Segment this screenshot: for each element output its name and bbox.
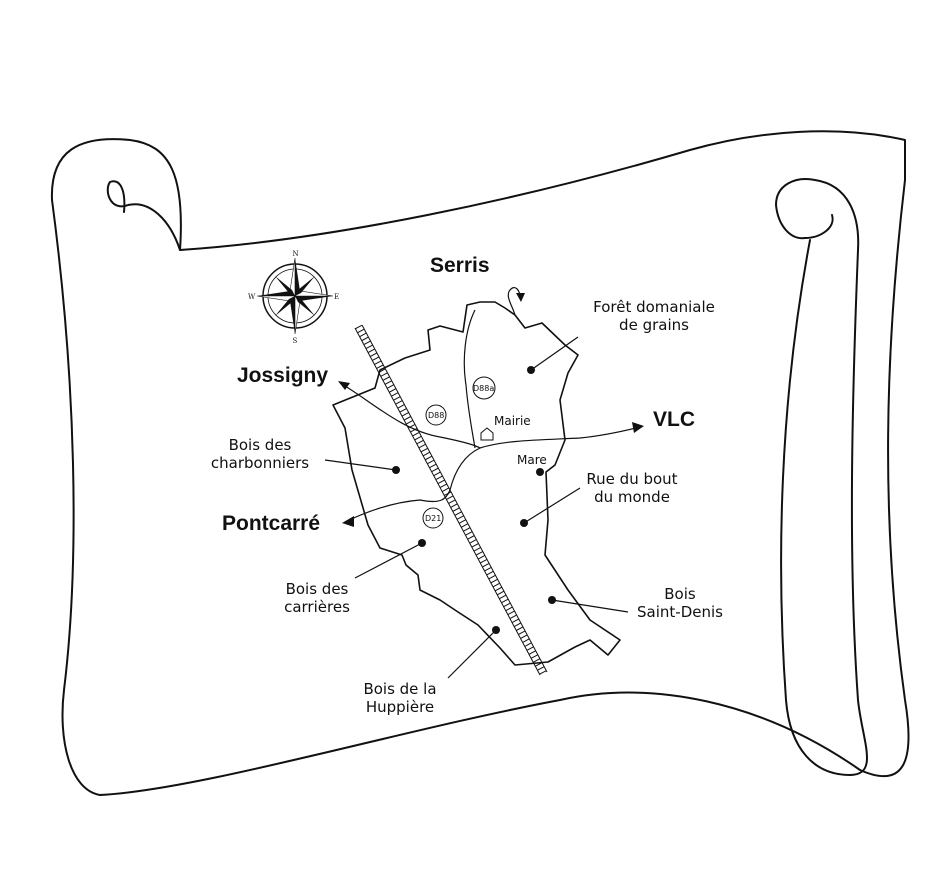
road-east — [479, 426, 641, 449]
town-serris: Serris — [430, 254, 490, 277]
label-rue-line2: du monde — [594, 488, 670, 506]
arrow-serris — [516, 293, 525, 302]
town-pontcarre: Pontcarré — [222, 512, 321, 535]
label-huppiere: Bois de la Huppière — [350, 680, 450, 716]
commune-boundary — [332, 301, 621, 666]
leader-stdenis — [551, 599, 629, 613]
compass-rose-icon: N S E W — [248, 250, 339, 345]
compass-north: N — [293, 250, 299, 258]
label-carrieres-line1: Bois des — [285, 580, 349, 598]
compass-west: W — [248, 293, 256, 301]
arrow-vlc — [632, 422, 644, 433]
compass-east: E — [334, 293, 339, 301]
arrow-pontcarre — [342, 516, 354, 527]
road-d88a — [463, 309, 476, 449]
road-label-d21: D21 — [425, 514, 441, 523]
scroll-right-roll — [775, 178, 868, 776]
leader-foret — [530, 336, 579, 371]
label-rue-line1: Rue du bout — [586, 470, 678, 488]
road-center — [344, 447, 481, 523]
label-foret-line1: Forêt domaniale — [593, 298, 715, 316]
label-charbonniers-line1: Bois des — [228, 436, 292, 454]
label-carrieres: Bois des carrières — [272, 580, 362, 616]
label-foret: Forêt domaniale de grains — [584, 298, 724, 334]
dot-mare — [536, 468, 544, 476]
label-huppiere-line2: Huppière — [365, 698, 435, 716]
label-mare: Mare — [517, 453, 547, 467]
house-icon — [480, 427, 494, 441]
road-label-d88a: D88a — [473, 384, 494, 393]
label-charbonniers: Bois des charbonniers — [205, 436, 315, 472]
label-stdenis-line1: Bois — [664, 585, 696, 603]
road-serris — [507, 286, 521, 316]
scroll-left-curl — [106, 180, 181, 251]
label-stdenis: Bois Saint-Denis — [630, 585, 730, 621]
leader-rue — [523, 487, 581, 524]
town-jossigny: Jossigny — [237, 364, 329, 387]
compass-south: S — [293, 337, 298, 345]
label-stdenis-line2: Saint-Denis — [637, 603, 723, 621]
town-vlc: VLC — [653, 408, 695, 431]
railway-icon — [354, 324, 548, 676]
label-charbonniers-line2: charbonniers — [210, 454, 310, 472]
label-huppiere-line1: Bois de la — [363, 680, 437, 698]
leader-carrieres — [354, 542, 423, 579]
label-mairie: Mairie — [494, 414, 531, 428]
arrow-jossigny — [338, 381, 350, 390]
label-foret-line2: de grains — [619, 316, 689, 334]
road-d88 — [339, 382, 481, 449]
leader-charbonniers — [324, 459, 397, 471]
scroll-parchment — [50, 130, 910, 796]
label-carrieres-line2: carrières — [284, 598, 350, 616]
label-rue: Rue du bout du monde — [582, 470, 682, 506]
road-label-d88: D88 — [428, 411, 444, 420]
leader-huppiere — [447, 629, 497, 679]
